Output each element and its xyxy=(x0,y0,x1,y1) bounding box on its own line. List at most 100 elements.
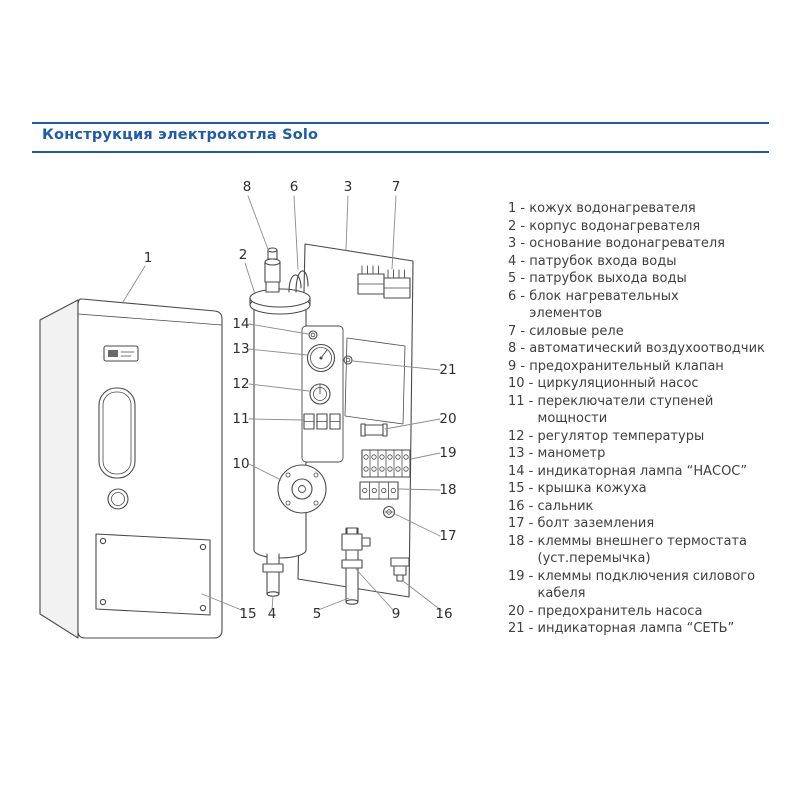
pump-fuse xyxy=(360,423,388,437)
inlet-pipe-fill xyxy=(267,554,279,594)
legend-item-separator: - xyxy=(516,201,530,216)
legend-item: 8 - автоматический воздухоотводчик xyxy=(508,340,786,358)
base-plate-opening xyxy=(344,337,406,425)
legend-item-number: 13 xyxy=(508,446,525,461)
terminal-screw xyxy=(395,466,401,472)
legend-item-text: патрубок выхода воды xyxy=(529,271,687,286)
callout-line xyxy=(248,383,310,392)
callout-1: 1 xyxy=(144,250,153,266)
legend-item: 3 - основание водонагревателя xyxy=(508,235,786,253)
legend-item-separator: - xyxy=(524,393,538,409)
fuse-cap xyxy=(382,423,388,437)
legend-item-separator: - xyxy=(516,236,530,251)
callout-12: 12 xyxy=(232,376,249,392)
terminal-screw xyxy=(379,466,385,472)
legend-item-number: 7 xyxy=(508,323,517,339)
callout-14: 14 xyxy=(232,316,249,332)
legend-item: 17 - болт заземления xyxy=(508,515,786,533)
legend-item: 2 - корпус водонагревателя xyxy=(508,218,786,236)
legend-item-text: регулятор температуры xyxy=(537,428,705,444)
gland-nut xyxy=(390,557,410,567)
terminal-screw xyxy=(381,487,387,494)
callout-21: 21 xyxy=(439,362,456,378)
legend-item: 15 - крышка кожуха xyxy=(508,480,786,498)
callout-13: 13 xyxy=(232,341,249,357)
legend-item-number: 11 xyxy=(508,393,525,409)
legend-item-separator: - xyxy=(516,271,530,286)
inlet-pipe-nut xyxy=(262,563,284,573)
terminal-screw xyxy=(371,466,377,472)
casing-bottom-panel xyxy=(95,533,211,616)
legend-item-text: циркуляционный насос xyxy=(537,376,699,391)
terminal-screw xyxy=(362,487,368,494)
legend-item-separator: - xyxy=(524,621,538,636)
casing-knob-hole-inner xyxy=(111,492,125,506)
callout-6: 6 xyxy=(290,179,299,195)
heating-element-wires xyxy=(288,270,309,293)
legend-item-number: 12 xyxy=(508,428,525,444)
legend-item: 14 - индикаторная лампа “НАСОС” xyxy=(508,463,786,481)
callout-lines xyxy=(122,195,443,612)
gland-body xyxy=(393,565,407,576)
legend-item: 7 - силовые реле xyxy=(508,323,786,341)
callout-line xyxy=(248,418,304,421)
legend-item-text: силовые реле xyxy=(529,323,624,339)
page-title: Конструкция электрокотла Solo xyxy=(42,127,319,143)
fuse-cap xyxy=(360,423,366,437)
terminal-screw xyxy=(379,454,385,460)
casing-window-inner xyxy=(102,391,132,475)
legend-item: 1 - кожух водонагревателя xyxy=(508,200,786,218)
legend-item-separator: - xyxy=(516,341,530,356)
legend-item: 10 - циркуляционный насос xyxy=(508,375,786,393)
legend-item-separator: - xyxy=(524,498,538,514)
callout-line xyxy=(248,323,309,335)
legend-item-text: индикаторная лампа “НАСОС” xyxy=(537,463,748,479)
callout-15: 15 xyxy=(239,606,256,622)
legend-item: 16 - сальник xyxy=(508,498,786,516)
panel-screw xyxy=(99,598,107,606)
pump-bolt xyxy=(285,472,291,478)
outlet-pipe-end xyxy=(345,599,359,605)
legend-item-separator: - xyxy=(524,481,538,496)
gauge-hub xyxy=(319,356,323,360)
callout-line xyxy=(293,195,299,270)
legend-item-separator: - xyxy=(516,253,530,269)
legend-item-number: 3 xyxy=(508,236,517,251)
legend-item: 20 - предохранитель насоса xyxy=(508,603,786,621)
legend-item-number: 18 xyxy=(508,533,525,549)
legend-item: 12 - регулятор температуры xyxy=(508,428,786,446)
legend-item-text: основание водонагревателя xyxy=(529,236,725,251)
safety-valve-body xyxy=(341,533,363,551)
legend-item-number: 21 xyxy=(508,621,525,636)
casing-drawing xyxy=(39,298,223,639)
ground-bolt xyxy=(382,505,396,519)
legend-item-separator: - xyxy=(524,463,538,479)
legend-item-number: 20 xyxy=(508,603,525,619)
casing-window xyxy=(98,387,136,479)
air-vent-cap-top xyxy=(267,247,278,253)
casing-top-seam xyxy=(77,313,223,326)
callout-5: 5 xyxy=(313,606,322,622)
tank-lid xyxy=(249,288,311,308)
terminal-screw xyxy=(390,487,396,494)
legend-item-text: крышка кожуха xyxy=(537,481,647,496)
legend-item-number: 1 xyxy=(508,201,517,216)
legend-list: 1 - кожух водонагревателя 2 - корпус вод… xyxy=(508,200,786,638)
legend-item-number: 17 xyxy=(508,516,525,531)
legend-item-separator: - xyxy=(524,376,538,391)
callout-line xyxy=(352,360,441,371)
callout-line xyxy=(247,195,270,253)
legend-item-text: переключатели ступеней мощности xyxy=(537,393,714,427)
legend-item-text: кожух водонагревателя xyxy=(529,201,696,216)
pump-bolt xyxy=(313,500,319,506)
casing-knob-hole xyxy=(107,488,129,510)
power-lamp-center xyxy=(345,357,351,363)
legend-item-number: 19 xyxy=(508,568,525,584)
legend-item-separator: - xyxy=(516,323,530,339)
legend-item-text: патрубок входа воды xyxy=(529,253,677,269)
legend-item-separator: - xyxy=(524,428,538,444)
legend-item-separator: - xyxy=(524,603,538,619)
casing-logo-plate xyxy=(103,345,139,362)
gland-tail xyxy=(396,574,404,582)
callout-19: 19 xyxy=(439,445,456,461)
